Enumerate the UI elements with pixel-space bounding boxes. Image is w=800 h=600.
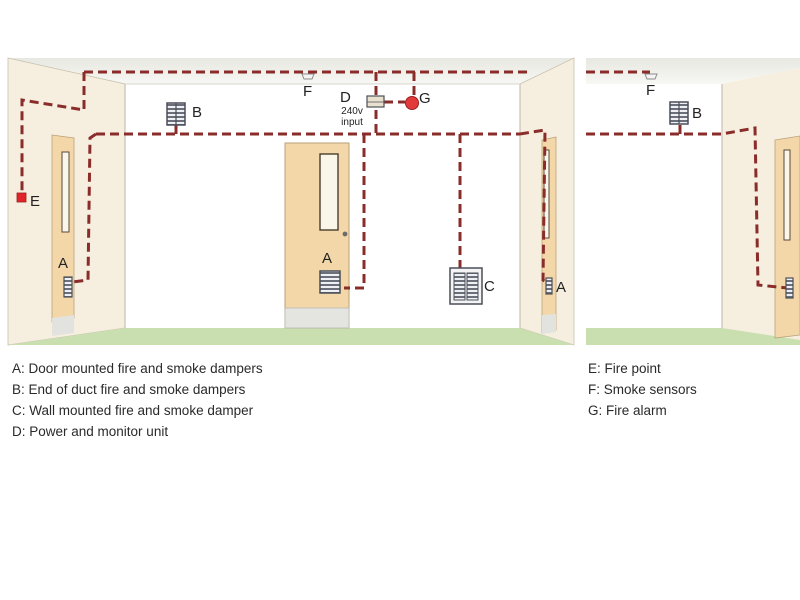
legend-item-b: B: End of duct fire and smoke dampers <box>12 382 246 397</box>
legend-item-g: G: Fire alarm <box>588 403 667 418</box>
label-a-right: A <box>556 279 566 296</box>
label-a-left: A <box>58 255 68 272</box>
power-monitor-unit-d <box>366 95 385 108</box>
end-of-duct-damper-b-left <box>166 102 186 126</box>
legend-item-a: A: Door mounted fire and smoke dampers <box>12 361 263 376</box>
label-b-left: B <box>192 104 202 121</box>
fire-point-e <box>16 192 27 203</box>
label-f-right: F <box>646 82 655 99</box>
label-g: G <box>419 90 431 107</box>
door-damper-a-left <box>63 276 73 298</box>
end-of-duct-damper-b-right <box>669 101 689 125</box>
wiring <box>20 70 789 290</box>
legend-item-f: F: Smoke sensors <box>588 382 697 397</box>
legend-item-c: C: Wall mounted fire and smoke damper <box>12 403 254 418</box>
legend-right: E: Fire point F: Smoke sensors G: Fire a… <box>588 358 697 421</box>
right-room-door <box>774 135 800 339</box>
right-room <box>586 58 800 346</box>
door-damper-a-right <box>545 277 553 295</box>
fire-alarm-g <box>405 96 419 110</box>
label-b-right: B <box>692 105 702 122</box>
legend-item-d: D: Power and monitor unit <box>12 424 169 439</box>
label-c: C <box>484 278 495 295</box>
center-door <box>284 142 350 329</box>
left-room <box>7 57 575 346</box>
legend-item-e: E: Fire point <box>588 361 661 376</box>
wall-mounted-damper-c <box>449 267 483 305</box>
door-damper-a-right-room <box>785 277 794 299</box>
smoke-sensor-f-right <box>644 73 658 80</box>
legend-left: A: Door mounted fire and smoke dampers B… <box>12 358 263 442</box>
smoke-sensor-f-left <box>301 73 315 80</box>
label-d: D <box>340 89 351 106</box>
door-damper-a-center <box>319 270 341 294</box>
left-side-door <box>51 134 75 336</box>
label-f-left: F <box>303 83 312 100</box>
label-e: E <box>30 193 40 210</box>
label-a-center: A <box>322 250 332 267</box>
